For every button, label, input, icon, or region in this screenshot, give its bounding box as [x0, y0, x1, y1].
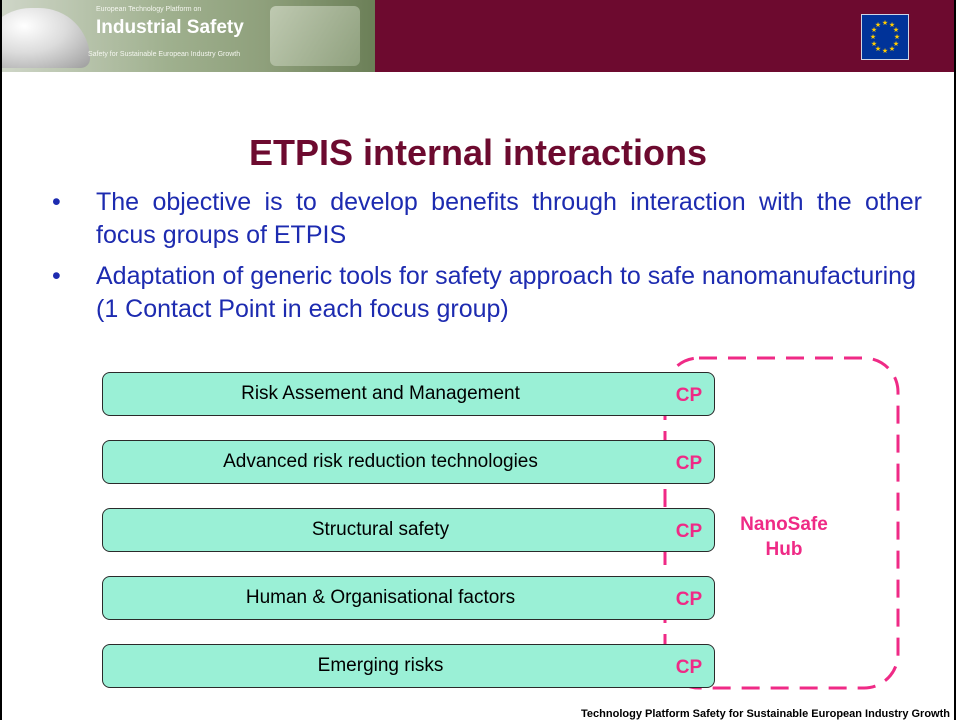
focus-group-label: Emerging risks [317, 655, 444, 676]
puzzle-graphic [270, 6, 360, 66]
contact-point-label: CP [675, 589, 703, 610]
slide-title: ETPIS internal interactions [248, 132, 708, 173]
slide-border-right [954, 0, 956, 720]
safety-helmet-icon [0, 8, 90, 68]
svg-text:★: ★ [875, 21, 881, 29]
svg-text:★: ★ [889, 21, 895, 29]
hub-label-line2: Hub [765, 539, 803, 560]
logo-brand: Industrial Safety [96, 17, 244, 38]
bullet-dot-icon: • [52, 262, 61, 290]
focus-group-label: Advanced risk reduction technologies [223, 451, 538, 472]
contact-point-label: CP [675, 521, 703, 542]
svg-text:★: ★ [893, 40, 899, 48]
svg-text:★: ★ [893, 26, 899, 34]
bullet-item: •Adaptation of generic tools for safety … [52, 262, 916, 323]
svg-text:★: ★ [889, 45, 895, 53]
logo-tagline: Safety for Sustainable European Industry… [88, 51, 241, 58]
svg-text:★: ★ [894, 33, 900, 41]
svg-text:★: ★ [875, 45, 881, 53]
contact-point-label: CP [675, 453, 703, 474]
hub-label-line1: NanoSafe [740, 514, 828, 535]
contact-point-label: CP [675, 385, 703, 406]
nanosafe-hub-label: NanoSafe Hub [724, 512, 844, 562]
focus-group-box: Risk Assement and Management CP [102, 372, 715, 416]
focus-group-box: Structural safety CP [102, 508, 715, 552]
focus-group-label: Human & Organisational factors [245, 587, 516, 608]
svg-text:★: ★ [870, 33, 876, 41]
svg-text:★: ★ [871, 26, 877, 34]
focus-group-box: Advanced risk reduction technologies CP [102, 440, 715, 484]
footer-text: Technology Platform Safety for Sustainab… [581, 708, 950, 720]
focus-group-label: Structural safety [311, 519, 450, 540]
focus-group-label: Risk Assement and Management [241, 383, 520, 404]
svg-text:★: ★ [882, 47, 888, 55]
bullet-dot-icon: • [52, 188, 61, 216]
industrial-safety-logo: European Technology Platform on Industri… [0, 0, 375, 72]
slide-border-left [0, 0, 2, 720]
bullet-list: •The objective is to develop benefits th… [52, 186, 922, 334]
eu-flag-icon: ★ ★ ★ ★ ★ ★ ★ ★ ★ ★ ★ ★ [861, 14, 909, 60]
focus-group-box: Emerging risks CP [102, 644, 715, 688]
svg-text:★: ★ [882, 19, 888, 27]
logo-kicker: European Technology Platform on [96, 6, 202, 13]
contact-point-label: CP [675, 657, 703, 678]
svg-text:★: ★ [871, 40, 877, 48]
focus-group-box: Human & Organisational factors CP [102, 576, 715, 620]
bullet-item: •The objective is to develop benefits th… [52, 188, 922, 249]
